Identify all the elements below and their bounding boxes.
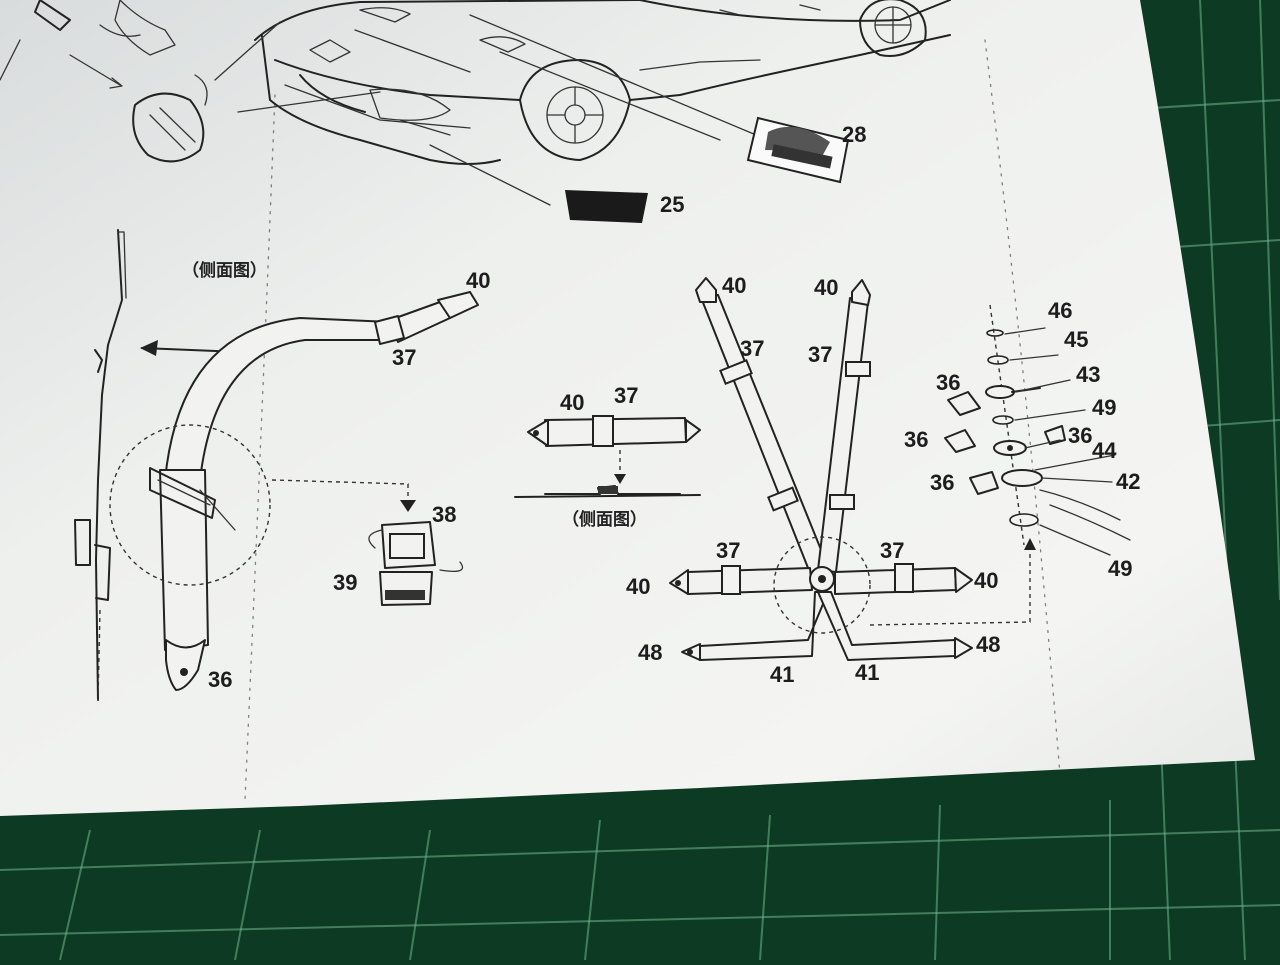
- car-illustration: [34, 0, 951, 165]
- label-49-top: 49: [1092, 395, 1116, 420]
- label-48-right: 48: [976, 632, 1000, 657]
- buckle-leader-lines: [1004, 327, 1116, 556]
- label-37-lap: 37: [614, 383, 638, 408]
- harness-callout-arrow: [1024, 538, 1036, 550]
- label-40-shoulder-right: 40: [814, 275, 838, 300]
- lap-belt-detail: [514, 415, 701, 498]
- buckle-detail-38-39: [368, 521, 464, 606]
- label-38: 38: [432, 502, 456, 527]
- label-37-shoulder-left: 37: [740, 336, 764, 361]
- shoulder-strap: [149, 291, 479, 691]
- label-40-shoulder-left: 40: [722, 273, 746, 298]
- fold-line-right: [984, 39, 1061, 776]
- black-patch-25: [565, 190, 648, 223]
- label-48-left: 48: [638, 640, 662, 665]
- detail-circle-harness: [773, 536, 871, 634]
- label-40-lap-right: 40: [974, 568, 998, 593]
- label-44: 44: [1092, 438, 1117, 463]
- leader-lines-top: [0, 14, 781, 206]
- label-40-lap-left: 40: [626, 574, 650, 599]
- harness-callout-line: [869, 545, 1031, 626]
- label-28: 28: [842, 122, 866, 147]
- label-25: 25: [660, 192, 684, 217]
- label-49-bottom: 49: [1108, 556, 1132, 581]
- label-45: 45: [1064, 327, 1088, 352]
- label-37-lap-right: 37: [880, 538, 904, 563]
- label-36-side: 36: [208, 667, 232, 692]
- label-41-right: 41: [855, 660, 879, 685]
- side-view-caption: （侧面图）: [182, 260, 267, 281]
- racing-harness: [669, 277, 973, 661]
- lap-detail-caption: （侧面图）: [562, 509, 647, 530]
- label-39: 39: [333, 570, 357, 595]
- label-36-c: 36: [1068, 423, 1092, 448]
- label-36-a: 36: [936, 370, 960, 395]
- label-43: 43: [1076, 362, 1100, 387]
- label-41-left: 41: [770, 662, 794, 687]
- label-37-shoulder-right: 37: [808, 342, 832, 367]
- label-36-d: 36: [930, 470, 954, 495]
- detail-callout-line: [271, 479, 409, 505]
- label-40-lap: 40: [560, 390, 584, 415]
- label-37-side: 37: [392, 345, 416, 370]
- label-46: 46: [1048, 298, 1072, 323]
- label-42: 42: [1116, 469, 1140, 494]
- decal-plate-28: [746, 116, 850, 184]
- detail-callout-arrow: [400, 500, 416, 512]
- detail-circle-left: [109, 424, 271, 586]
- instruction-sheet: [0, 0, 1255, 816]
- label-36-b: 36: [904, 427, 928, 452]
- label-37-lap-left: 37: [716, 538, 740, 563]
- label-40-side: 40: [466, 268, 490, 293]
- seat-side-profile: [74, 229, 127, 701]
- buckle-exploded-view: [944, 304, 1131, 546]
